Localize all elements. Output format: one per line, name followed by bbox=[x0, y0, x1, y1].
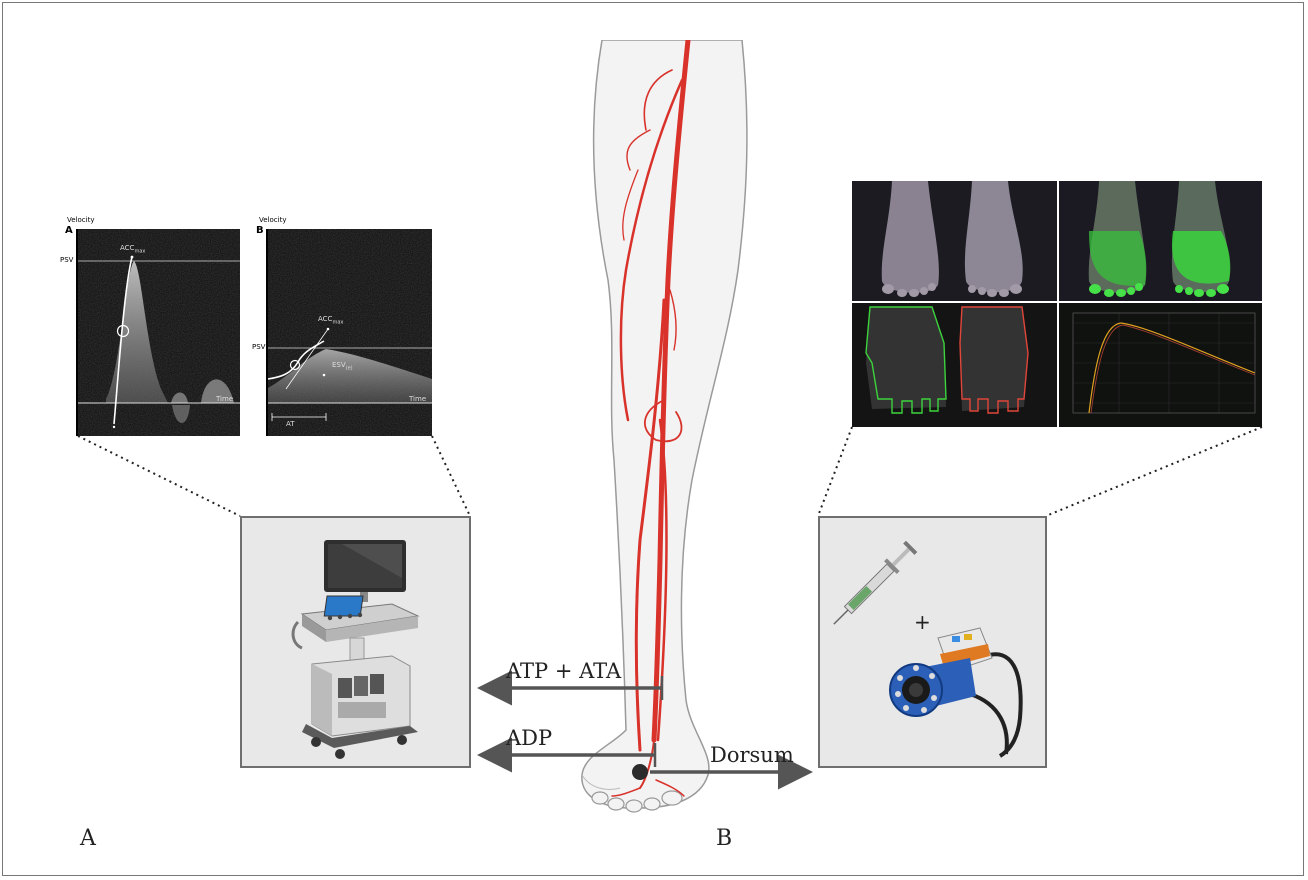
label-adp: ADP bbox=[506, 726, 552, 750]
label-atp-ata: ATP + ATA bbox=[506, 659, 621, 683]
label-dorsum: Dorsum bbox=[710, 743, 794, 767]
figure-letter-b: B bbox=[716, 826, 732, 851]
figure-letter-a: A bbox=[80, 826, 96, 851]
